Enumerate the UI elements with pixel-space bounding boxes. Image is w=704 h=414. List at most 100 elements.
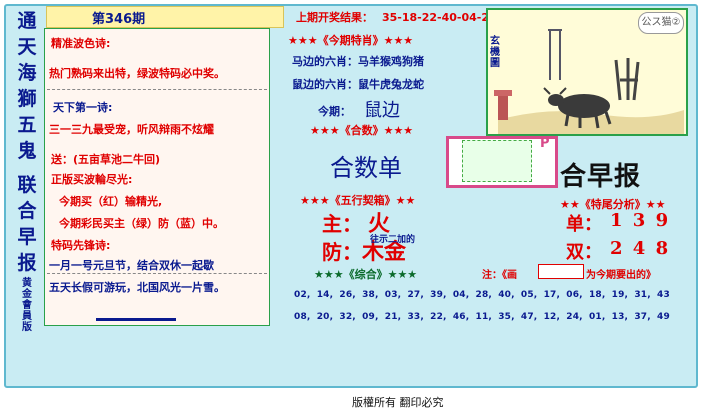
first-poem-title: 天下第一诗: xyxy=(53,101,113,114)
side-char: 五 xyxy=(17,114,37,136)
number-cell: 05, xyxy=(520,290,538,300)
ox-head xyxy=(548,94,564,106)
number-cell: 01, xyxy=(588,312,606,322)
copyright-text: 版權所有 翻印必究 xyxy=(352,396,444,409)
number-cell: 26, xyxy=(339,290,356,300)
this-issue-label: 今期： xyxy=(318,105,351,118)
number-cell: 49 xyxy=(657,312,670,322)
first-poem-line: 三一三九最受宠，听风辩雨不炫耀 xyxy=(49,123,214,136)
number-cell: 32, xyxy=(339,312,356,322)
seal-inner xyxy=(462,140,532,182)
ma-side-line: 马边的六肖：马羊猴鸡狗猪 xyxy=(292,55,424,68)
fang-label: 防： xyxy=(322,240,362,264)
number-cell: 27, xyxy=(407,290,424,300)
number-cell: 08, xyxy=(294,312,311,322)
side-char: 早 xyxy=(17,226,37,248)
number-cell: 18, xyxy=(588,290,606,300)
pioneer-title: 特码先锋诗: xyxy=(51,239,111,252)
number-cell: 02, xyxy=(294,290,311,300)
zheng-line-1: 今期买（红）输精光, xyxy=(59,195,163,208)
stamp-letter: P xyxy=(540,136,550,151)
number-cell: 24, xyxy=(566,312,583,322)
side-char: 通 xyxy=(17,10,37,32)
note-suffix: 为今期要出的》 xyxy=(586,270,656,281)
number-cell: 11, xyxy=(475,312,493,322)
number-cell: 22, xyxy=(430,312,447,322)
number-cell: 04, xyxy=(452,290,470,300)
number-row-1: 02, 14, 26, 38, 03, 27, 39, 04, 28, 40, 05, 17, 06, 1… xyxy=(294,290,680,300)
ground-shape xyxy=(498,110,684,134)
number-cell: 06, xyxy=(566,290,583,300)
brush-mark xyxy=(548,29,562,80)
wuxing-sub: 往示二加的 xyxy=(370,235,416,245)
side-column: 通 天 海 獅 五 鬼 联 合 早 报 黄金會員版 xyxy=(4,6,44,346)
ox-body xyxy=(558,94,610,118)
wave-line: 热门熟码来出特，绿波特码必中奖。 xyxy=(49,67,225,80)
number-cell: 31, xyxy=(634,290,651,300)
zheng-line-2: 今期彩民买主（绿）防（蓝）中。 xyxy=(59,217,224,230)
number-cell: 09, xyxy=(362,312,379,322)
dan-label: 单： xyxy=(566,214,602,235)
side-char: 天 xyxy=(17,36,37,58)
zhu-label: 主： xyxy=(322,212,362,236)
shuang-label: 双： xyxy=(566,242,602,263)
analysis-title: ★★《特尾分析》★★ xyxy=(560,198,666,211)
number-cell: 39, xyxy=(430,290,447,300)
number-row-2: 08,20,32,09,21,33,22,46,11,35,47,12,24,0… xyxy=(294,312,680,322)
side-edition-label: 黄金會員版 xyxy=(22,278,32,333)
fang-value: 木金 xyxy=(362,239,407,265)
picture-label: 玄機圖 xyxy=(490,36,500,69)
pioneer-line-1: 一月一号元旦节，结合双休一起歇 xyxy=(49,259,214,272)
heshu-title: ★★★《合数》★★★ xyxy=(310,124,414,137)
number-cell: 21, xyxy=(384,312,402,322)
number-cell: 38, xyxy=(362,290,379,300)
number-cell: 33, xyxy=(407,312,424,322)
ox-illustration xyxy=(488,10,686,134)
divider xyxy=(47,273,267,274)
ox-legs xyxy=(564,111,612,129)
number-cell: 43 xyxy=(657,290,670,300)
side-char: 合 xyxy=(17,200,37,222)
number-cell: 46, xyxy=(452,312,470,322)
zheng-title: 正版买波輪尽光: xyxy=(51,173,133,186)
special-zodiac-title: ★★★《今期特肖》★★★ xyxy=(288,34,414,47)
issue-number: 第346期 xyxy=(92,12,146,27)
number-cell: 17, xyxy=(543,290,561,300)
highlight-box xyxy=(538,264,584,279)
number-cell: 03, xyxy=(384,290,402,300)
number-cell: 35, xyxy=(498,312,515,322)
shuang-value: 2 4 8 xyxy=(610,238,671,259)
number-cell: 37, xyxy=(634,312,651,322)
wave-title: 精准波色诗: xyxy=(51,37,111,50)
ox-horns xyxy=(543,87,567,95)
wuxing-title: ★★★《五行契箱》★★ xyxy=(300,194,416,207)
pioneer-line-2: 五天长假可游玩，北国风光一片雪。 xyxy=(49,281,225,294)
note-prefix: 注：《画 xyxy=(482,270,517,281)
zhu-value: 火 xyxy=(368,211,391,237)
this-issue-value: 鼠边 xyxy=(364,100,400,121)
number-cell: 12, xyxy=(543,312,561,322)
number-cell: 14, xyxy=(316,290,334,300)
side-char: 报 xyxy=(17,252,37,274)
send-line: 送：(五亩草池二牛回) xyxy=(51,153,161,166)
number-cell: 28, xyxy=(475,290,493,300)
calligraphy-mark xyxy=(614,58,640,101)
poem-panel: 精准波色诗: 热门熟码来出特，绿波特码必中奖。 天下第一诗: 三一三九最受宠，听… xyxy=(44,28,270,326)
number-cell: 40, xyxy=(498,290,515,300)
number-cell: 20, xyxy=(316,312,334,322)
last-result-label: 上期开奖结果： xyxy=(296,11,373,24)
divider xyxy=(47,89,267,90)
number-cell: 13, xyxy=(611,312,629,322)
footer-bar xyxy=(0,388,704,414)
issue-bar xyxy=(46,6,284,28)
side-char: 联 xyxy=(17,174,37,196)
shu-side-line: 鼠边的六肖：鼠牛虎兔龙蛇 xyxy=(292,78,424,91)
zonghe-title: ★★★《综合》★★★ xyxy=(314,268,418,281)
signpost xyxy=(498,94,508,120)
dan-value: 1 3 9 xyxy=(610,210,671,231)
side-char: 鬼 xyxy=(17,140,37,162)
picture-logo: 公ス猫② xyxy=(638,12,684,34)
side-char: 海 xyxy=(17,62,37,84)
paper-title: 合早报 xyxy=(560,162,642,192)
